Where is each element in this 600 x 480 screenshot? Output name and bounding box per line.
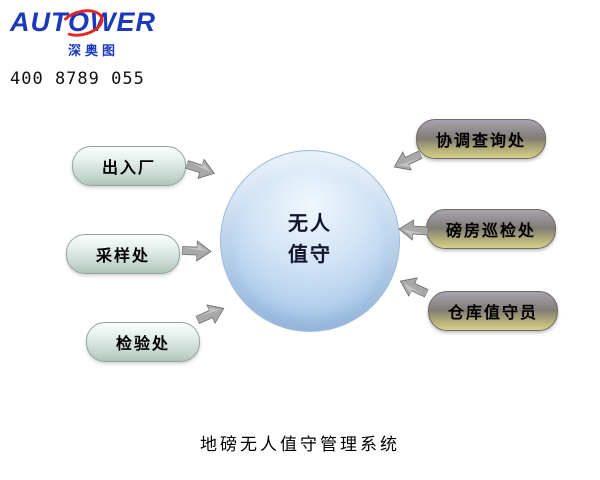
hub-label-line1: 无人 <box>288 213 332 235</box>
arrow-icon <box>195 304 225 325</box>
page-title: 地磅无人值守管理系统 <box>200 435 400 454</box>
node-warehouse-keeper[interactable]: 仓库值守员 <box>428 291 558 331</box>
node-weighbridge-patrol[interactable]: 磅房巡检处 <box>426 209 556 249</box>
logo: AUTOWER 深奥图 400 8789 055 <box>10 5 210 89</box>
hub-circle: 无人 值守 <box>220 150 400 332</box>
node-sampling[interactable]: 采样处 <box>66 234 180 274</box>
arrow-icon <box>393 150 423 171</box>
arrow-icon <box>184 158 215 180</box>
logo-subtitle: 深奥图 <box>68 42 120 58</box>
arrow-icon <box>181 240 212 262</box>
arrow-icon <box>399 277 429 298</box>
node-inspection[interactable]: 检验处 <box>86 322 200 362</box>
arrow-icon <box>398 219 429 241</box>
phone-number: 400 8789 055 <box>10 68 145 89</box>
logo-brand-text: AUTOWER <box>10 7 156 37</box>
hub-label: 无人 值守 <box>221 209 399 271</box>
node-weighbridge-patrol-label: 磅房巡检处 <box>445 223 536 240</box>
node-coordination-query[interactable]: 协调查询处 <box>416 119 546 159</box>
node-coordination-query-label: 协调查询处 <box>435 133 526 150</box>
node-entry-exit[interactable]: 出入厂 <box>72 146 186 186</box>
node-inspection-label: 检验处 <box>115 336 170 353</box>
hub-label-line2: 值守 <box>288 244 332 266</box>
node-entry-exit-label: 出入厂 <box>101 160 156 177</box>
node-warehouse-keeper-label: 仓库值守员 <box>447 305 538 322</box>
node-sampling-label: 采样处 <box>95 248 150 265</box>
